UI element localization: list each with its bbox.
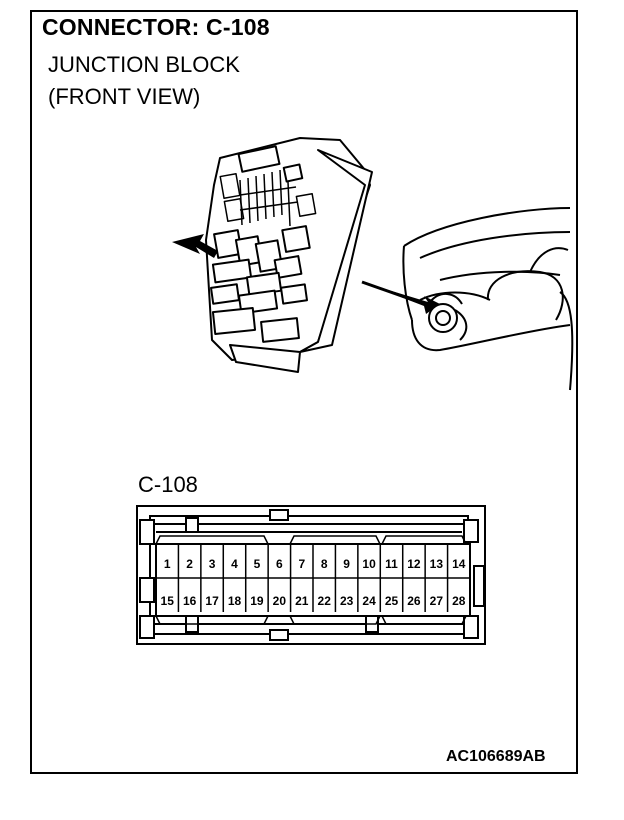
connector-label: C-108 xyxy=(138,472,198,497)
pin-13: 13 xyxy=(430,557,444,571)
pin-8: 8 xyxy=(321,557,328,571)
pin-2: 2 xyxy=(186,557,193,571)
pin-20: 20 xyxy=(273,594,287,608)
pin-23: 23 xyxy=(340,594,354,608)
pin-11: 11 xyxy=(385,557,398,571)
diagram-title: CONNECTOR: C-108 xyxy=(42,14,270,40)
reference-code: AC106689AB xyxy=(446,748,546,765)
subtitle-front-view: (FRONT VIEW) xyxy=(48,84,201,109)
pin-7: 7 xyxy=(298,557,305,571)
pin-6: 6 xyxy=(276,557,283,571)
pin-10: 10 xyxy=(362,557,376,571)
pin-18: 18 xyxy=(228,594,242,608)
pin-14: 14 xyxy=(452,557,466,571)
pin-12: 12 xyxy=(407,557,421,571)
pin-5: 5 xyxy=(254,557,261,571)
pin-24: 24 xyxy=(362,594,376,608)
pin-17: 17 xyxy=(205,594,219,608)
pin-19: 19 xyxy=(250,594,264,608)
pin-3: 3 xyxy=(209,557,216,571)
pin-27: 27 xyxy=(430,594,444,608)
pin-21: 21 xyxy=(295,594,309,608)
pin-22: 22 xyxy=(318,594,332,608)
pin-25: 25 xyxy=(385,594,399,608)
pin-28: 28 xyxy=(452,594,466,608)
pin-1: 1 xyxy=(164,557,171,571)
subtitle-junction-block: JUNCTION BLOCK xyxy=(48,52,240,77)
pin-4: 4 xyxy=(231,557,238,571)
pin-16: 16 xyxy=(183,594,197,608)
pin-26: 26 xyxy=(407,594,421,608)
diagram-frame xyxy=(30,10,578,774)
pin-9: 9 xyxy=(343,557,350,571)
pin-15: 15 xyxy=(161,594,175,608)
